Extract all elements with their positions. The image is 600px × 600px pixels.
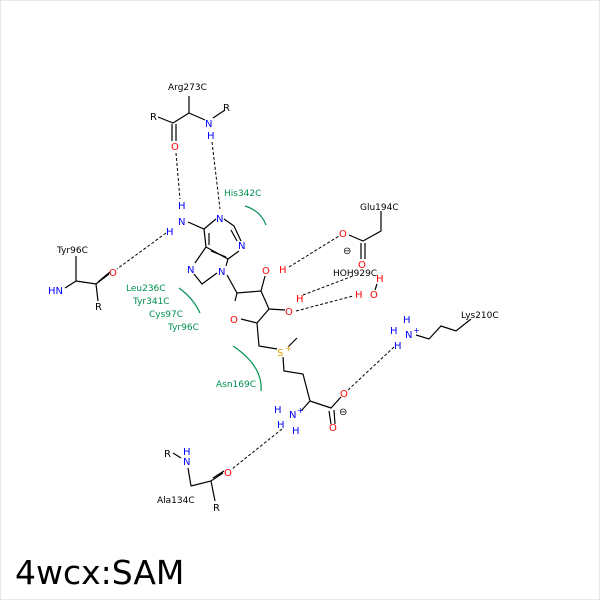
atom-o: O [262,266,270,277]
atom-h: H [207,131,215,142]
atom-o: O [329,423,337,434]
charge-plus: + [285,344,292,353]
r-group: R [164,449,171,460]
hydrophobic-contacts [178,205,267,392]
atom-o: O [358,260,366,271]
atom-o: O [171,142,179,153]
residue-his342c: His342C [224,189,261,199]
residue-hoh929c: HOH929C [333,269,377,279]
residue-tyr341c: Tyr341C [132,297,170,307]
atom-h: H [403,315,411,326]
atom-h: H [166,227,174,238]
atom-o: O [370,290,378,301]
atom-labels: R R N H O H N H N N N N O O H O H S + H … [48,103,420,514]
atom-h: H [390,326,398,337]
atom-h: H [279,265,287,276]
residue-tyr96c: Tyr96C [56,246,88,256]
bonds [64,96,472,502]
residue-lys210c: Lys210C [461,311,499,321]
atom-n: N [178,217,185,228]
atom-o: O [224,468,232,479]
charge-minus: ⊖ [339,407,347,418]
atom-h: H [376,274,384,285]
atom-o: O [340,389,348,400]
atom-n: N [205,119,212,130]
charge-plus: + [413,326,420,335]
atom-n: N [187,265,194,276]
residue-cys97c: Cys97C [149,310,183,320]
atom-h: H [178,201,186,212]
atom-s: S [277,348,283,359]
residue-glu194c: Glu194C [360,203,399,213]
atom-h: H [183,447,191,458]
atom-o: O [285,307,293,318]
atom-n: N [238,241,245,252]
atom-h: H [355,290,363,301]
atom-h: H [274,405,282,416]
atom-h: H [394,341,402,352]
diagram-title: 4wcx:SAM [15,553,185,592]
residue-tyr96c-hydrophobic: Tyr96C [167,323,199,333]
atom-n: N [289,410,296,421]
residue-ala134c: Ala134C [157,496,195,506]
atom-h: H [292,426,300,437]
atom-o: O [339,229,347,240]
residue-arg273c: Arg273C [168,83,207,93]
charge-plus: + [297,406,304,415]
r-group: R [95,302,102,313]
r-group: R [213,503,220,514]
charge-minus: ⊖ [343,246,351,257]
atom-n: N [216,214,223,225]
atom-h: H [277,420,285,431]
atom-o: O [230,315,238,326]
atom-h: H [296,294,304,305]
atom-n: N [405,330,412,341]
hydrogen-bonds [116,141,395,470]
atom-n: N [183,457,190,468]
r-group: R [150,112,157,123]
residue-asn169c: Asn169C [216,380,256,390]
r-group: R [223,103,230,114]
residue-leu236c: Leu236C [126,284,166,294]
residue-labels: Arg273C His342C Glu194C HOH929C Lys210C … [56,83,499,506]
atom-hn: HN [48,286,63,297]
atom-o: O [109,268,117,279]
atom-n: N [218,267,225,278]
